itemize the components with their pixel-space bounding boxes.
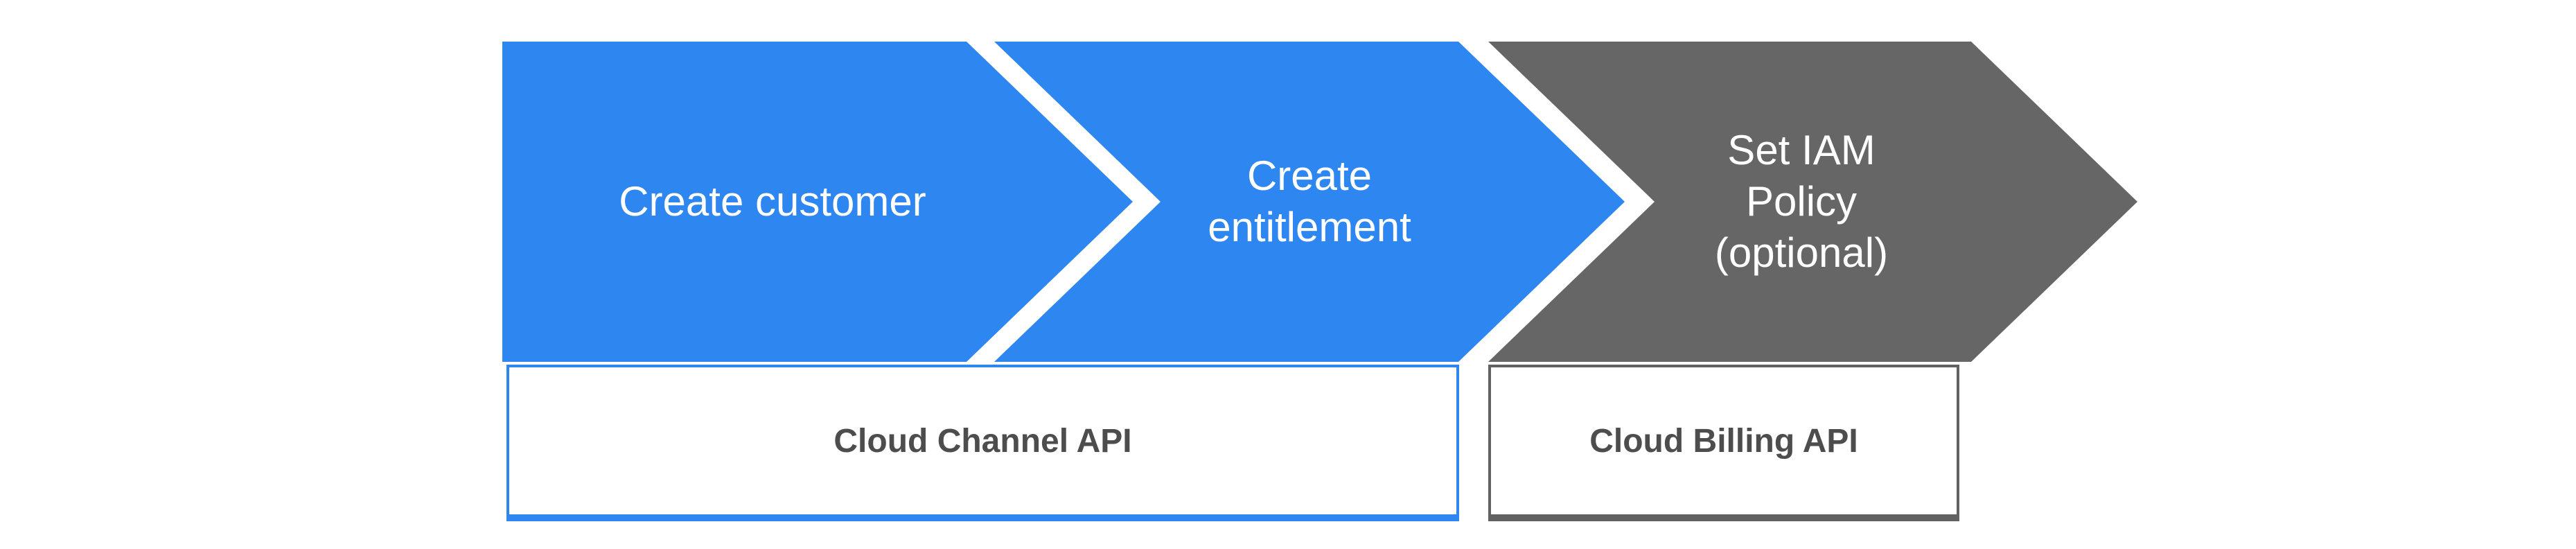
cloud-channel-api-box: Cloud Channel API — [506, 365, 1459, 521]
chevron-create-entitlement — [994, 42, 1625, 362]
chevron-create-customer — [502, 42, 1133, 362]
cloud-channel-api-label: Cloud Channel API — [833, 422, 1132, 460]
cloud-billing-api-label: Cloud Billing API — [1589, 422, 1858, 460]
chevron-set-iam-policy — [1488, 42, 2137, 362]
cloud-billing-api-box: Cloud Billing API — [1488, 365, 1959, 521]
